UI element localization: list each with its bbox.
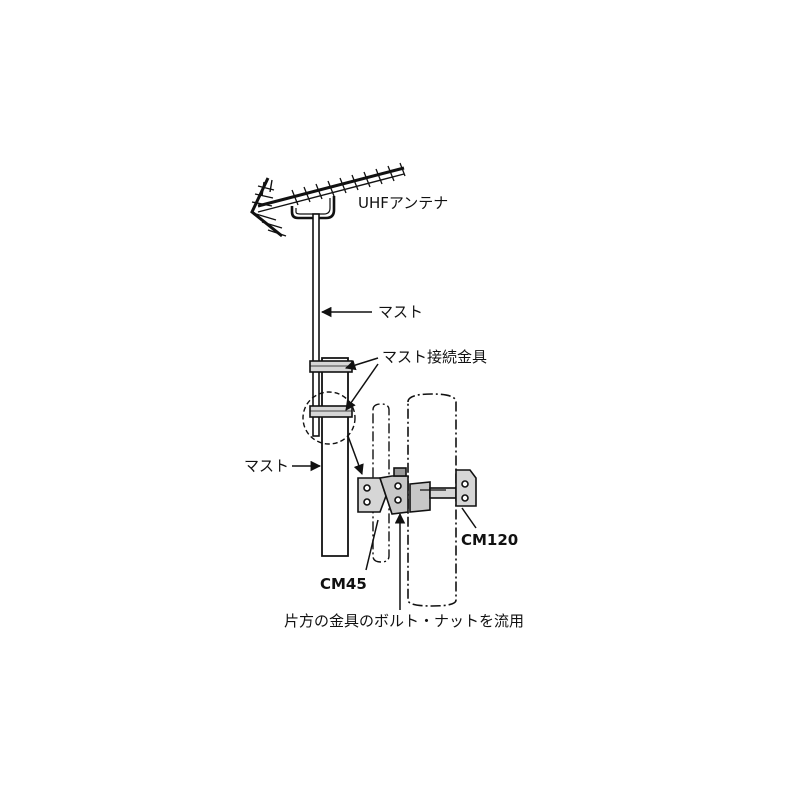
upper-mast — [312, 213, 320, 437]
lower-mast — [321, 357, 349, 557]
leader-lines — [292, 306, 477, 610]
label-bolt-note: 片方の金具のボルト・ナットを流用 — [284, 612, 524, 630]
label-uhf-antenna: UHFアンテナ — [358, 194, 448, 212]
label-cm120: CM120 — [461, 531, 518, 549]
label-cm45: CM45 — [320, 575, 367, 593]
detail-circle — [302, 391, 356, 445]
mast-joint-clamp-lower — [309, 405, 353, 418]
label-mast-upper: マスト — [378, 303, 423, 321]
support-pipe-wide — [407, 393, 457, 607]
mast-joint-clamp-upper — [309, 360, 353, 373]
cm45-fitting — [357, 467, 409, 515]
cm120-fitting — [409, 469, 477, 513]
label-mast-joint-fitting: マスト接続金具 — [382, 348, 487, 366]
support-pipe-narrow — [372, 403, 390, 563]
uhf-antenna-drawing — [250, 162, 406, 238]
label-mast-lower: マスト — [244, 457, 289, 475]
